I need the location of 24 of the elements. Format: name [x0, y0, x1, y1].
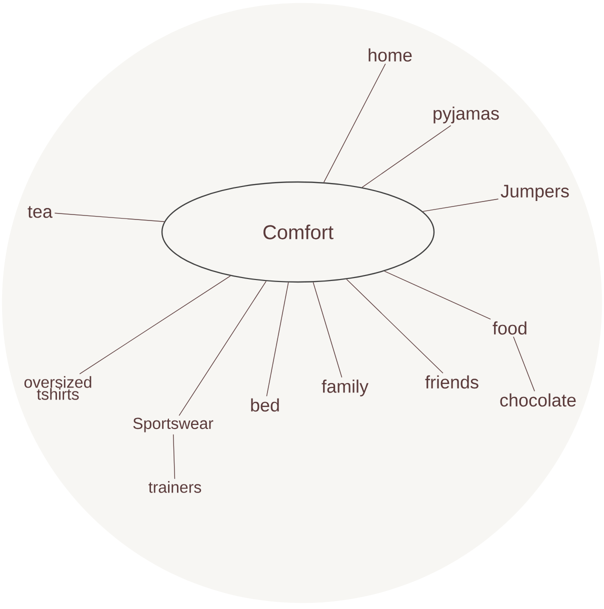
connector-line — [323, 63, 386, 183]
connector-line — [54, 212, 165, 222]
connector-line — [178, 280, 266, 416]
text-label: tea — [28, 206, 52, 218]
text-label: family — [322, 380, 368, 396]
text-label: home — [368, 48, 412, 62]
connector-line — [266, 282, 289, 397]
text-label: trainers — [148, 481, 202, 493]
connector-line — [312, 282, 342, 378]
connector-line — [513, 336, 535, 392]
connector-line — [362, 125, 452, 188]
text-label: oversized tshirts — [24, 376, 92, 400]
text-label: pyjamas — [434, 106, 499, 124]
connector-line — [422, 198, 499, 212]
text-label: food — [492, 321, 526, 335]
text-label: Sportswear — [133, 418, 214, 432]
text-label: Jumpers — [500, 184, 569, 202]
connector-line — [79, 276, 231, 374]
text-label: bed — [251, 398, 279, 412]
connector-line — [346, 278, 444, 374]
text-label: chocolate — [500, 393, 576, 407]
connector-line — [384, 270, 491, 320]
text-label: friends — [425, 375, 478, 389]
connector-line — [172, 434, 176, 480]
